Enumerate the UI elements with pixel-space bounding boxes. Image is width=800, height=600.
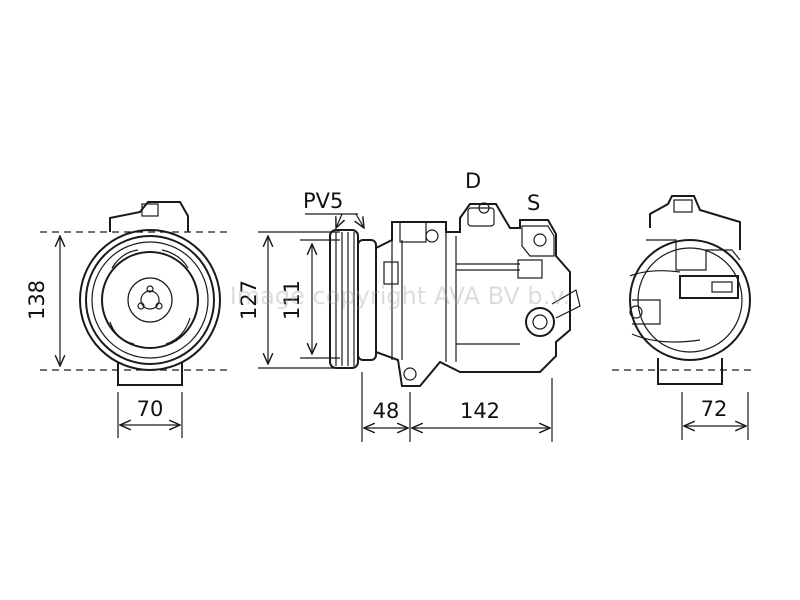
rear-view: 72 — [612, 195, 756, 440]
body-length-label: 142 — [460, 399, 500, 423]
watermark: Image copyright AVA BV b.v. — [230, 282, 571, 310]
front-width-label: 70 — [137, 397, 164, 421]
pulley-spec-label: PV5 — [303, 189, 343, 213]
front-view: 138 70 — [25, 201, 230, 438]
rear-width-label: 72 — [701, 397, 728, 421]
discharge-port-label: D — [465, 169, 481, 193]
front-height-label: 138 — [25, 280, 49, 320]
side-view: 127 111 PV5 D S — [237, 169, 581, 442]
pulley-inner-diameter-label: 111 — [280, 280, 304, 320]
pulley-outer-diameter-label: 127 — [237, 280, 261, 320]
pulley-offset-label: 48 — [373, 399, 400, 423]
suction-port-label: S — [527, 191, 540, 215]
